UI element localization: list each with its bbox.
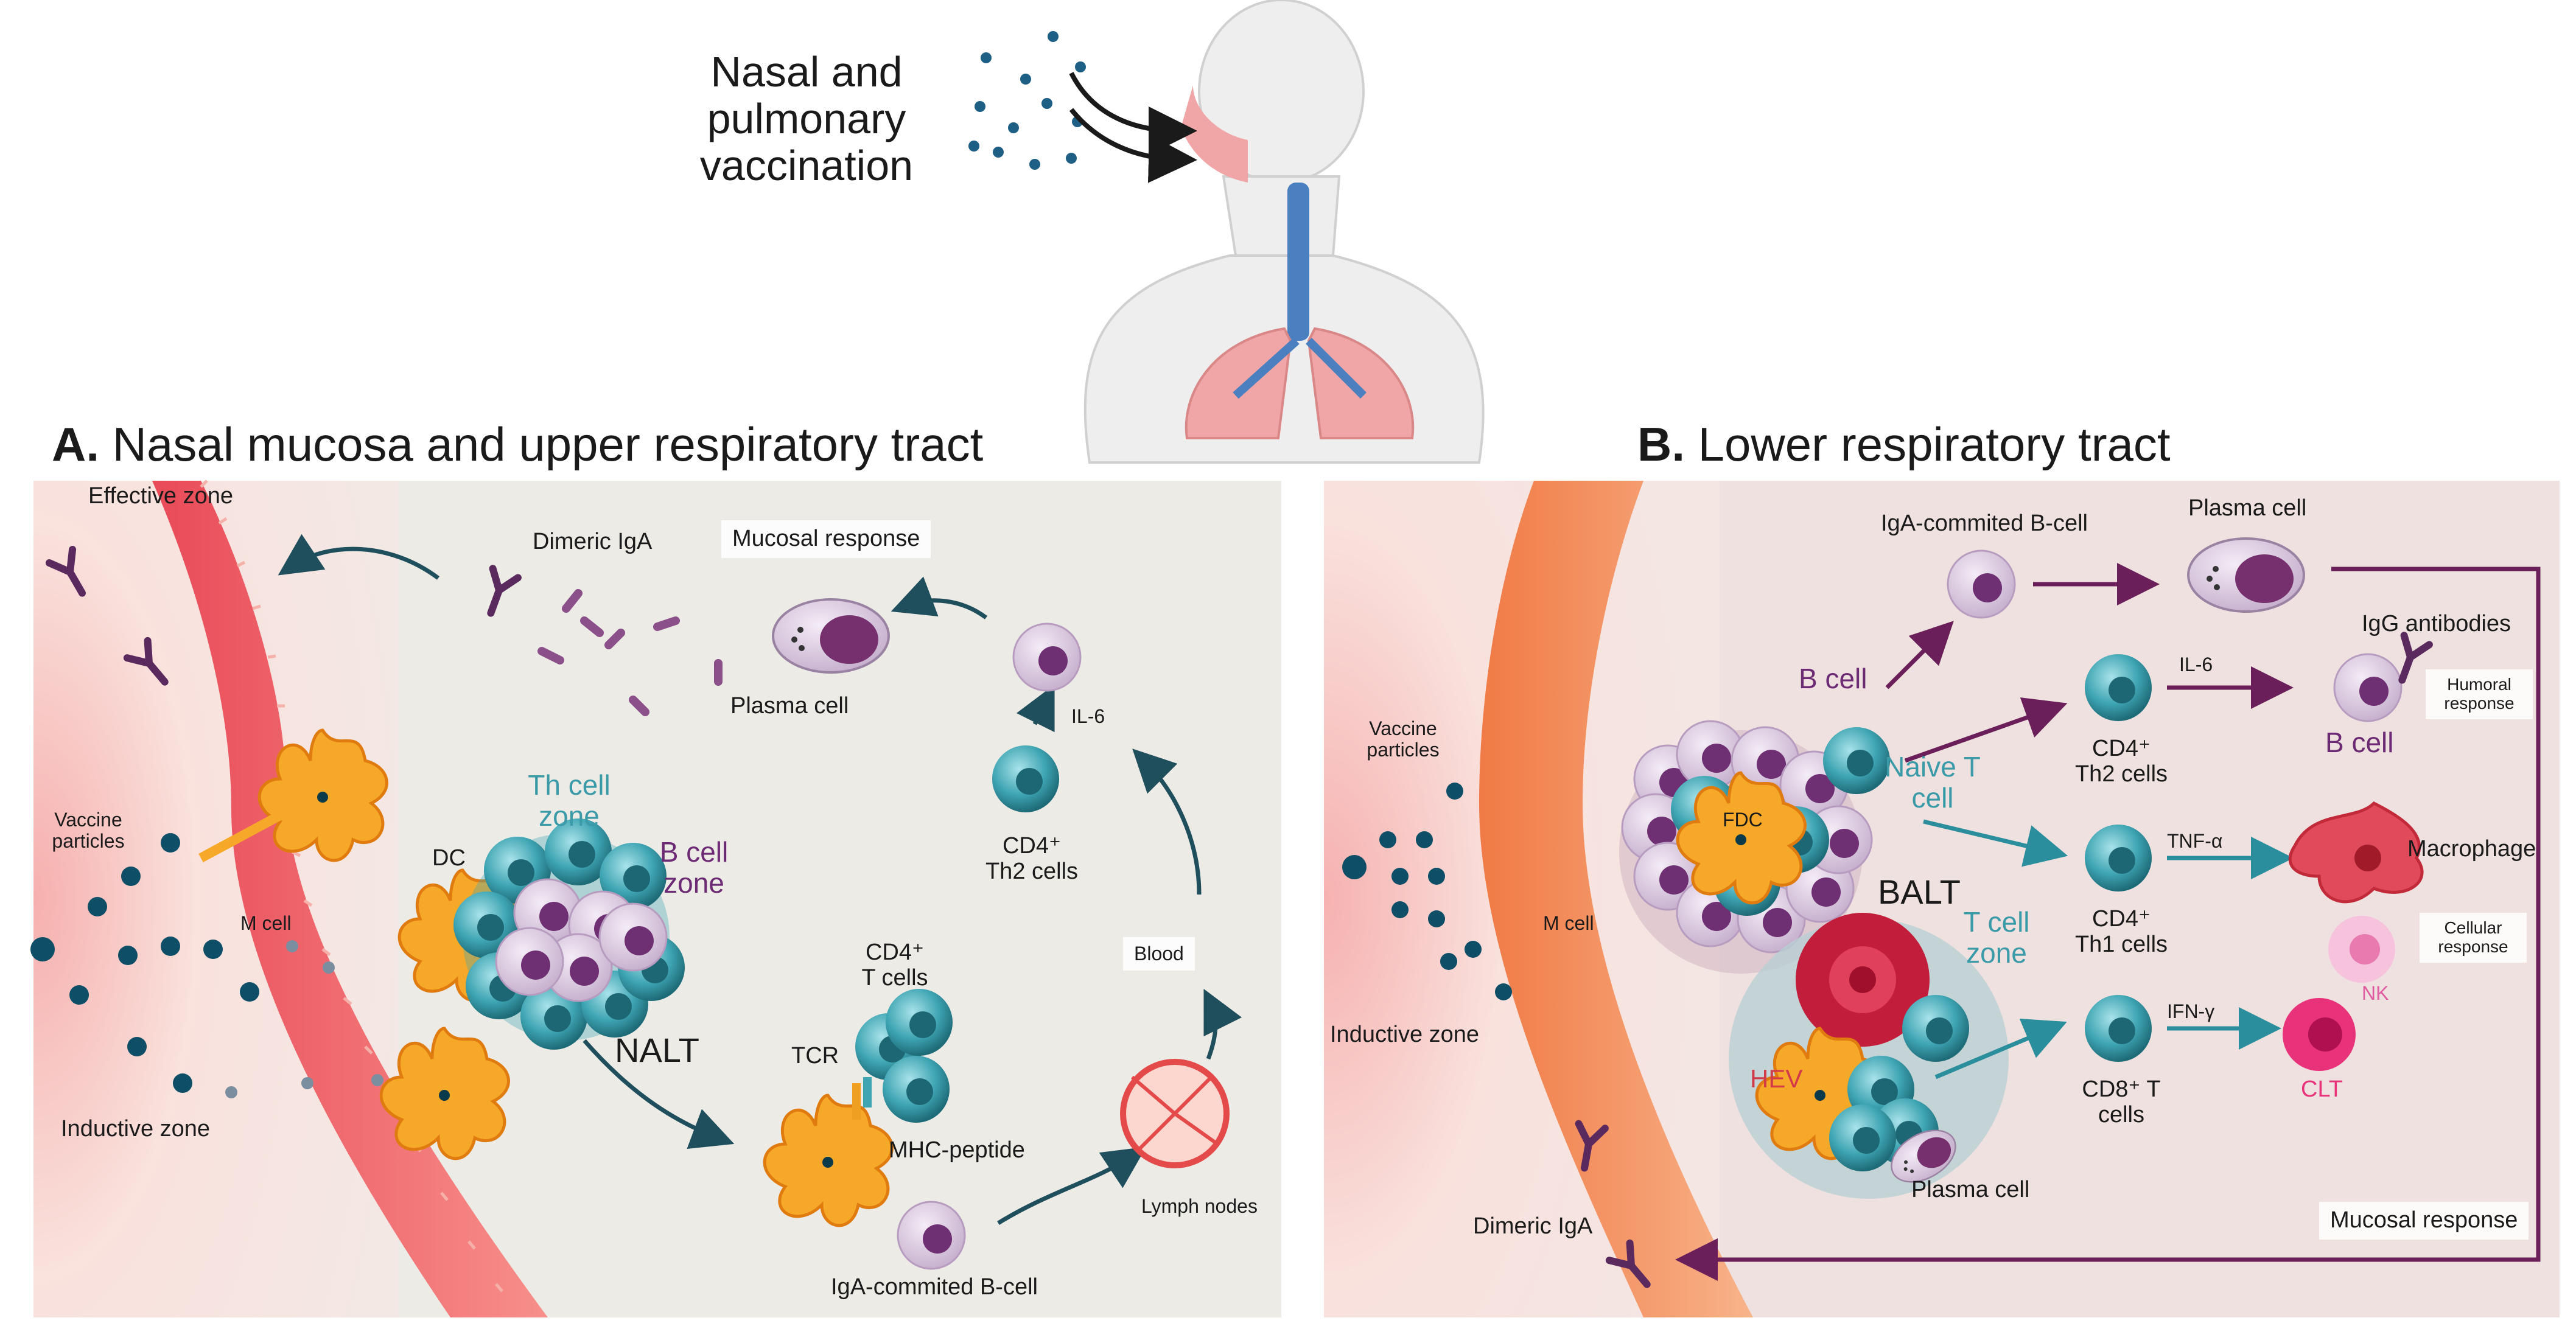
vaccine-particle-dots-a	[30, 833, 259, 1093]
b-cell-label-right: B cell	[2325, 727, 2394, 758]
t-zone-line-1: T cell	[1963, 906, 2030, 938]
cd4-th2-b-line-1: CD4⁺	[2091, 736, 2151, 761]
inductive-zone-label-a: Inductive zone	[61, 1116, 211, 1142]
naive-line-2: cell	[1911, 781, 1954, 814]
cd4-t-line-1: CD4⁺	[865, 940, 925, 965]
vaccination-label: Nasal and pulmonary vaccination	[679, 49, 934, 189]
cd4-th2-line-2: Th2 cells	[985, 858, 1079, 884]
nasal-epithelium	[152, 481, 548, 1317]
humoral-response-label: Humoral response	[2426, 669, 2533, 719]
clt-label: CLT	[2301, 1076, 2343, 1102]
b-cell-label-balt: B cell	[1799, 663, 1867, 694]
nalt-to-lymph-arrow	[583, 1039, 735, 1149]
dimeric-iga-label-a: Dimeric IgA	[533, 529, 653, 554]
m-cell-label-a: M cell	[240, 912, 292, 934]
panel-a-title: A. Nasal mucosa and upper respiratory tr…	[52, 417, 983, 472]
cellular-line-1: Cellular	[2444, 918, 2502, 937]
tcr-label: TCR	[791, 1043, 839, 1069]
naive-line-1: Naive T	[1885, 751, 1981, 783]
iga-b-cell-label-b: IgA-commited B-cell	[1881, 511, 2088, 536]
lymph-node	[1120, 1059, 1230, 1168]
panel-a-letter: A.	[52, 417, 99, 471]
macrophage-label: Macrophage	[2407, 836, 2536, 862]
inhale-arrow-lower	[1069, 108, 1197, 183]
lymph-nodes-label: Lymph nodes	[1141, 1195, 1258, 1217]
effective-zone-arrow	[278, 534, 440, 580]
vaccination-line-3: vaccination	[699, 142, 914, 189]
effective-zone-label: Effective zone	[88, 483, 234, 509]
cd8-line-1: CD8⁺ T	[2082, 1076, 2161, 1102]
cd8-t-cells-label: CD8⁺ T cells	[2063, 1076, 2179, 1128]
il6-label-b: IL-6	[2179, 654, 2213, 675]
t-cell-zone-label: T cell zone	[1945, 907, 2048, 968]
panel-b-title: B. Lower respiratory tract	[1637, 417, 2171, 472]
aerosol-particles	[968, 31, 1086, 170]
plasma-to-iga-return	[1675, 567, 2541, 1281]
cd8-line-2: cells	[2098, 1101, 2145, 1128]
plasma-cell-label-b-bottom: Plasma cell	[1911, 1177, 2030, 1202]
dc-label: DC	[432, 845, 466, 871]
tnf-label: TNF-α	[2167, 830, 2223, 852]
iga-b-cell-label-a: IgA-commited B-cell	[831, 1274, 1038, 1300]
panel-a-title-text: Nasal mucosa and upper respiratory tract	[112, 417, 984, 471]
nalt-label: NALT	[615, 1031, 699, 1069]
th-zone-line-2: zone	[539, 800, 600, 832]
fdc-label: FDC	[1723, 809, 1763, 831]
cd4-th1-line-2: Th1 cells	[2074, 931, 2168, 957]
nk-label: NK	[2362, 982, 2389, 1004]
vaccine-particle-dots-b	[1342, 783, 1512, 1000]
cd4-t-line-2: T cells	[861, 965, 928, 991]
b-zone-line-1: B cell	[659, 836, 729, 868]
human-silhouette	[1083, 0, 1485, 464]
vaccine-particles-label-a: Vaccine particles	[37, 809, 140, 852]
naive-t-cell-label: Naive T cell	[1872, 752, 1993, 813]
inhale-arrow-upper	[1069, 72, 1197, 155]
inductive-zone-label-b: Inductive zone	[1330, 1022, 1480, 1047]
igg-antibodies-label: IgG antibodies	[2362, 611, 2511, 637]
hev-label: HEV	[1750, 1064, 1803, 1093]
plasma-cell-label-b: Plasma cell	[2188, 495, 2307, 521]
humoral-line-2: response	[2444, 693, 2515, 713]
blood-arrow	[1132, 748, 1202, 895]
nalt-cluster	[453, 818, 685, 1050]
vaccination-line-1: Nasal and	[710, 48, 903, 96]
il6-label-a: IL-6	[1071, 705, 1105, 727]
cd4-t-cells-label-a: CD4⁺ T cells	[834, 940, 956, 991]
ifn-label: IFN-γ	[2167, 1000, 2215, 1022]
cellular-response-label: Cellular response	[2420, 913, 2527, 963]
vaccine-particles-label-b: Vaccine particles	[1354, 717, 1452, 761]
cd4-th2-b-line-2: Th2 cells	[2074, 761, 2168, 787]
cellular-line-2: response	[2438, 937, 2508, 956]
hev-vessel	[1796, 913, 1930, 1047]
vaccine-b-line-1: Vaccine	[1369, 717, 1437, 739]
vaccine-particles-line-2: particles	[52, 830, 125, 853]
b-cell-zone-label: B cell zone	[648, 837, 740, 898]
humoral-line-1: Humoral	[2447, 675, 2511, 694]
mhc-peptide-label: MHC-peptide	[889, 1137, 1025, 1163]
th-zone-line-1: Th cell	[528, 769, 611, 801]
cd4-th2-label-b: CD4⁺ Th2 cells	[2060, 736, 2182, 787]
b-zone-line-2: zone	[663, 867, 724, 899]
vaccine-particles-line-1: Vaccine	[54, 809, 122, 831]
cd4-th2-label-a: CD4⁺ Th2 cells	[962, 833, 1102, 885]
vaccination-line-2: pulmonary	[707, 95, 906, 142]
mucosal-response-label-a: Mucosal response	[721, 520, 931, 558]
dimeric-iga-fragments	[537, 589, 723, 716]
vaccine-b-line-2: particles	[1367, 739, 1440, 761]
t-zone-line-2: zone	[1966, 937, 2027, 969]
blood-label: Blood	[1123, 937, 1195, 971]
cd4-th1-label: CD4⁺ Th1 cells	[2060, 906, 2182, 958]
cd4-th2-line-1: CD4⁺	[1002, 833, 1062, 859]
m-cell-label-b: M cell	[1543, 912, 1594, 934]
mucosal-response-label-b: Mucosal response	[2319, 1202, 2529, 1240]
cd4-th1-line-1: CD4⁺	[2091, 906, 2151, 932]
bronchial-epithelium	[1479, 481, 1753, 1317]
dimeric-iga-label-b: Dimeric IgA	[1473, 1213, 1593, 1239]
panel-b-title-text: Lower respiratory tract	[1698, 417, 2171, 471]
th-cell-zone-label: Th cell zone	[505, 770, 633, 831]
balt-label: BALT	[1878, 873, 1961, 911]
panel-b-letter: B.	[1637, 417, 1685, 471]
plasma-cell-label-a: Plasma cell	[730, 693, 849, 719]
